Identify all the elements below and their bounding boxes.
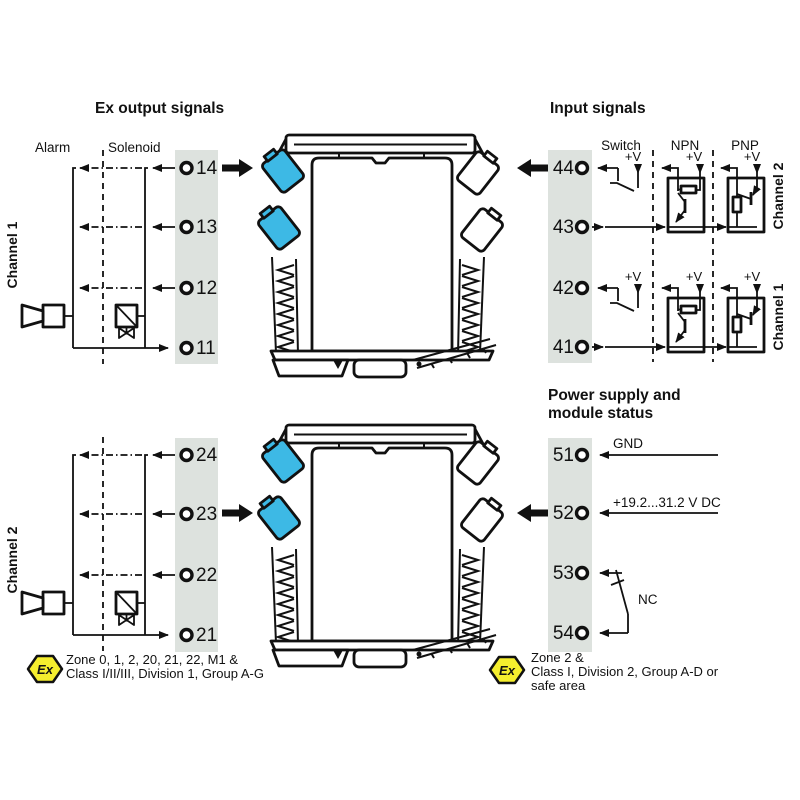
heading-input: Input signals [550, 100, 646, 117]
heading-power-line1: Power supply and [548, 387, 681, 404]
ex-symbol-text: Ex [499, 663, 516, 678]
npn-label: NPN [671, 138, 700, 153]
module-top [252, 133, 509, 379]
channel1-label-left: Channel 1 [4, 221, 20, 288]
hazardous-zone-line1: Zone 0, 1, 2, 20, 21, 22, M1 & [66, 652, 238, 667]
terminal-label-14: 14 [196, 158, 218, 179]
heading-power-line2: module status [548, 405, 653, 422]
terminal-strip-power [548, 438, 592, 652]
hazardous-zone-line2: Class I/II/III, Division 1, Group A-G [66, 666, 264, 681]
nc-label: NC [638, 592, 658, 607]
terminal-numbers: 14 13 12 11 24 23 22 21 44 43 42 41 51 5… [196, 158, 574, 646]
terminal-label-54: 54 [553, 623, 575, 644]
ex-hexagon-icon [488, 655, 526, 685]
terminal-label-24: 24 [196, 445, 218, 466]
safe-zone-line1: Zone 2 & [531, 650, 584, 665]
heading-ex-output: Ex output signals [95, 100, 224, 117]
terminal-label-52: 52 [553, 503, 574, 524]
ch2-input-wiring [592, 149, 764, 232]
terminal-label-13: 13 [196, 217, 217, 238]
terminal-label-22: 22 [196, 565, 217, 586]
channel2-label-right: Channel 2 [770, 162, 786, 229]
ch1-output-wiring [22, 150, 175, 364]
ex-note-safe: Ex Zone 2 & Class I, Division 2, Group A… [488, 650, 719, 693]
terminal-label-41: 41 [553, 337, 574, 358]
terminal-label-53: 53 [553, 563, 574, 584]
terminal-strip-ch1-output [175, 150, 218, 364]
terminal-label-12: 12 [196, 278, 217, 299]
ch1-input-wiring [592, 269, 764, 352]
supply-voltage-label: +19.2...31.2 V DC [613, 495, 721, 510]
safe-zone-line2: Class I, Division 2, Group A-D or [531, 664, 719, 679]
ex-symbol-text: Ex [37, 662, 54, 677]
terminal-label-11: 11 [196, 338, 216, 359]
terminal-strip-ch2-output [175, 438, 218, 652]
ch2-output-wiring [22, 437, 175, 651]
solenoid-label: Solenoid [108, 140, 161, 155]
gnd-label: GND [613, 436, 643, 451]
terminal-label-21: 21 [196, 625, 217, 646]
ex-hexagon-icon [26, 654, 64, 684]
terminal-label-43: 43 [553, 217, 574, 238]
safe-zone-line3: safe area [531, 678, 586, 693]
power-wiring [599, 451, 718, 637]
alarm-label: Alarm [35, 140, 70, 155]
terminal-label-51: 51 [553, 445, 574, 466]
terminal-strip-input [548, 150, 592, 363]
ex-note-hazardous: Ex Zone 0, 1, 2, 20, 21, 22, M1 & Class … [26, 652, 264, 684]
pnp-label: PNP [731, 138, 759, 153]
channel1-label-right: Channel 1 [770, 283, 786, 350]
terminal-label-23: 23 [196, 504, 217, 525]
channel2-label-left: Channel 2 [4, 526, 20, 593]
module-bottom [252, 423, 509, 669]
terminal-circles [179, 160, 590, 643]
switch-label: Switch [601, 138, 641, 153]
terminal-label-44: 44 [553, 158, 575, 179]
terminal-label-42: 42 [553, 278, 574, 299]
